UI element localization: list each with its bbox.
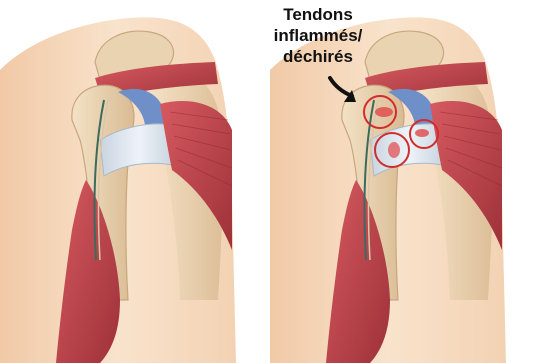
injury-label: Tendons inflammés/ déchirés xyxy=(248,4,388,67)
injured-shoulder-panel xyxy=(270,17,506,363)
injury-label-line-1: Tendons xyxy=(248,4,388,25)
injury-label-line-3: déchirés xyxy=(248,46,388,67)
healthy-shoulder-panel xyxy=(0,17,236,363)
injury-label-line-2: inflammés/ xyxy=(248,25,388,46)
